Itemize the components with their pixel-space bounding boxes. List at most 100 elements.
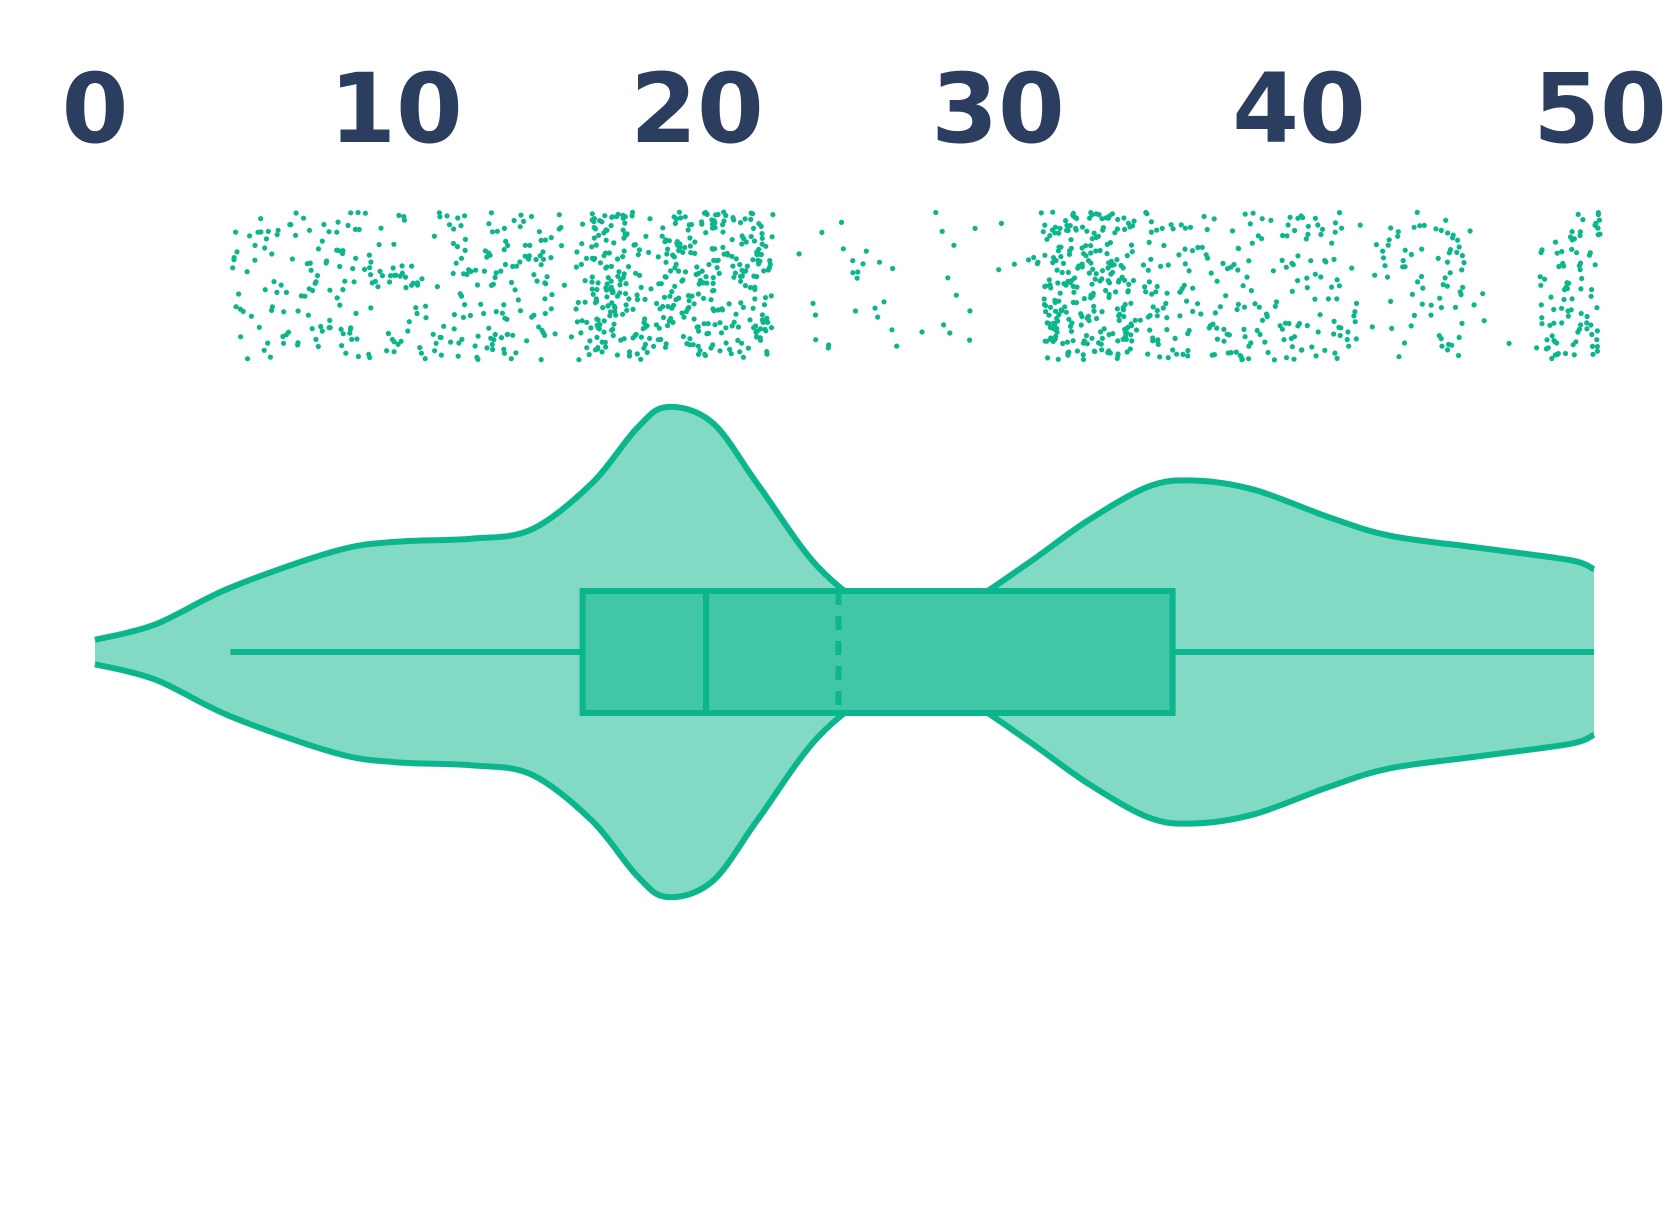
strip-point xyxy=(1088,243,1094,249)
strip-point xyxy=(623,291,629,297)
strip-point xyxy=(1417,223,1423,229)
strip-point xyxy=(401,214,407,220)
strip-point xyxy=(686,298,692,304)
strip-point xyxy=(625,264,632,270)
strip-point xyxy=(1089,335,1095,341)
strip-point xyxy=(454,244,460,250)
strip-point xyxy=(458,255,465,261)
strip-point xyxy=(534,278,540,284)
strip-point xyxy=(1067,323,1074,329)
strip-point xyxy=(508,356,514,362)
strip-point xyxy=(1067,248,1073,254)
strip-point xyxy=(455,353,461,359)
strip-point xyxy=(1148,229,1154,235)
strip-point xyxy=(460,314,466,320)
strip-point xyxy=(244,269,250,275)
strip-point xyxy=(1544,337,1550,343)
strip-point xyxy=(1248,340,1254,346)
strip-point xyxy=(462,213,468,219)
strip-point xyxy=(714,265,720,271)
strip-point xyxy=(726,301,732,307)
strip-point xyxy=(1234,306,1240,313)
strip-point xyxy=(234,249,240,255)
strip-point xyxy=(1570,342,1576,348)
strip-point xyxy=(244,356,251,362)
strip-point xyxy=(689,293,695,299)
strip-point xyxy=(505,242,511,249)
strip-point xyxy=(327,325,333,331)
strip-point xyxy=(430,331,436,337)
strip-point xyxy=(1239,356,1245,362)
strip-point xyxy=(1283,355,1290,361)
strip-point xyxy=(1575,329,1581,335)
strip-point xyxy=(462,236,468,242)
strip-point xyxy=(759,235,765,241)
strip-point xyxy=(1322,347,1328,353)
strip-point xyxy=(596,232,602,238)
strip-point xyxy=(678,215,684,221)
strip-point xyxy=(475,333,481,339)
strip-point xyxy=(1078,322,1084,328)
strip-point xyxy=(583,255,590,261)
strip-point xyxy=(1211,352,1218,358)
strip-point xyxy=(731,274,737,280)
strip-point xyxy=(1199,244,1205,250)
strip-point xyxy=(735,324,742,330)
strip-point xyxy=(634,296,641,303)
strip-point xyxy=(945,275,951,281)
strip-point xyxy=(355,210,361,216)
strip-point xyxy=(446,222,453,228)
strip-point xyxy=(1539,247,1545,253)
strip-point xyxy=(252,242,258,248)
strip-point xyxy=(1145,351,1151,357)
strip-point xyxy=(710,246,716,252)
strip-point xyxy=(334,229,340,235)
strip-point xyxy=(1182,246,1188,252)
strip-point xyxy=(573,264,580,270)
strip-point xyxy=(1155,337,1161,343)
strip-point xyxy=(1070,210,1076,216)
strip-point xyxy=(1185,331,1191,337)
strip-point xyxy=(384,348,390,354)
strip-point xyxy=(1172,335,1178,341)
strip-point xyxy=(854,275,860,281)
strip-point xyxy=(362,210,368,216)
strip-point xyxy=(654,300,660,307)
strip-point xyxy=(687,342,693,348)
strip-point xyxy=(1104,241,1110,247)
strip-point xyxy=(665,323,671,329)
strip-point xyxy=(1229,228,1236,234)
strip-point xyxy=(269,304,275,310)
strip-point xyxy=(655,337,661,343)
strip-point xyxy=(1263,311,1270,317)
strip-point xyxy=(536,324,542,330)
strip-point xyxy=(1074,284,1080,290)
strip-point xyxy=(558,243,565,249)
strip-point xyxy=(1128,332,1134,338)
strip-point xyxy=(1580,217,1586,223)
strip-point xyxy=(459,336,465,342)
strip-point xyxy=(660,303,666,310)
strip-point xyxy=(387,279,393,285)
strip-point xyxy=(623,281,629,287)
strip-point xyxy=(738,278,744,284)
strip-point xyxy=(953,292,959,298)
strip-point xyxy=(1161,242,1167,249)
strip-point xyxy=(473,267,479,273)
strip-point xyxy=(1178,222,1184,228)
strip-point xyxy=(592,226,599,232)
strip-point xyxy=(1595,211,1601,218)
strip-point xyxy=(855,269,861,275)
strip-point xyxy=(662,239,668,245)
strip-point xyxy=(739,241,745,247)
strip-point xyxy=(1129,223,1136,229)
strip-point xyxy=(679,310,685,316)
strip-point xyxy=(1159,225,1165,231)
strip-point xyxy=(681,314,687,320)
strip-point xyxy=(762,326,768,332)
strip-point xyxy=(751,238,758,244)
strip-point xyxy=(1153,289,1159,295)
strip-point xyxy=(691,301,697,307)
strip-point xyxy=(1210,321,1216,327)
